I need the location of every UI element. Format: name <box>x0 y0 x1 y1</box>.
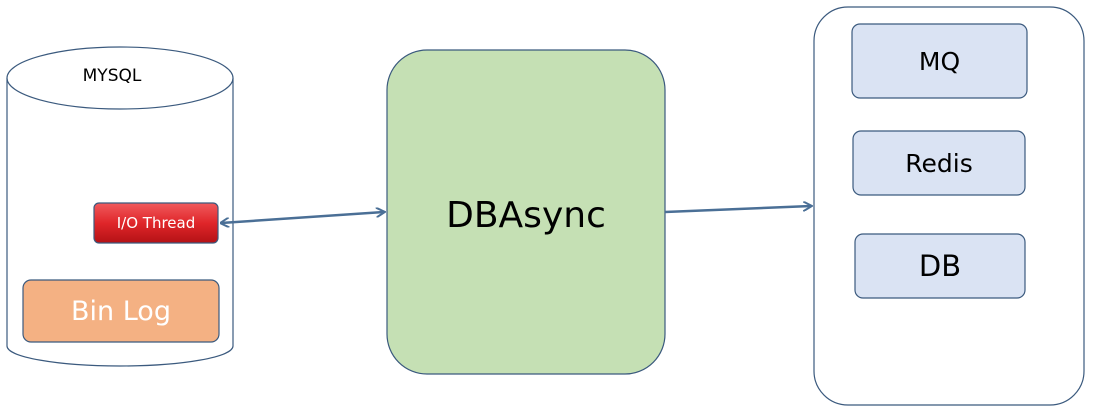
mysql-cylinder-top <box>6 46 234 110</box>
io-thread-dbasync-arrow <box>221 212 384 223</box>
dbasync-box <box>386 49 666 375</box>
io-thread-box <box>93 202 219 244</box>
redis-box <box>852 130 1026 196</box>
db-box <box>854 233 1026 299</box>
targets-container <box>813 6 1085 406</box>
mq-box <box>851 23 1028 99</box>
bin-log-box <box>22 279 220 343</box>
dbasync-targets-arrow <box>664 206 811 214</box>
